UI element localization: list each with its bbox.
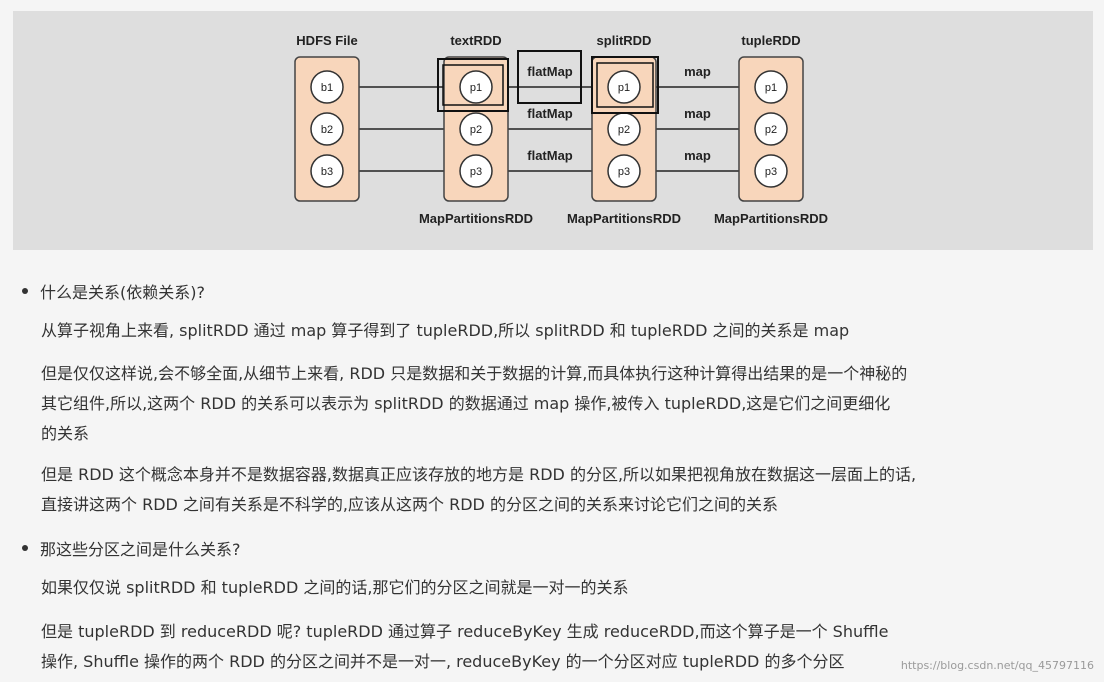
paragraph-shuffle: 但是 tupleRDD 到 reduceRDD 呢? tupleRDD 通过算子… [41, 622, 889, 671]
edge-label: map [684, 148, 711, 163]
edge-label: map [684, 64, 711, 79]
edge-label: map [684, 106, 711, 121]
highlight-splitrdd-p1 [591, 56, 659, 114]
column-header: tupleRDD [741, 33, 800, 48]
bullet-what-is-relation: 什么是关系(依赖关系)? [22, 276, 205, 306]
partition-node [754, 154, 788, 188]
highlight-inner-splitrdd [596, 62, 654, 108]
partition-node-label: p1 [765, 82, 777, 94]
partition-node [754, 112, 788, 146]
partition-node [459, 154, 493, 188]
paragraph-operator-view: 从算子视角上来看, splitRDD 通过 map 算子得到了 tupleRDD… [41, 321, 850, 340]
bullet-dot [22, 545, 28, 551]
column-header: splitRDD [597, 33, 652, 48]
partition-node-label: p2 [470, 124, 482, 136]
partition-node-label: p2 [618, 124, 630, 136]
partition-node [310, 112, 344, 146]
partition-node [459, 70, 493, 104]
partition-node-label: b3 [321, 166, 333, 178]
partition-node [310, 70, 344, 104]
watermark-text: https://blog.csdn.net/qq_45797116 [900, 659, 1094, 672]
partition-node-label: b1 [321, 82, 333, 94]
partition-node [607, 154, 641, 188]
column-footer: MapPartitionsRDD [567, 211, 681, 226]
bullet-text: 那这些分区之间是什么关系? [40, 540, 241, 559]
rdd-partition-diagram: flatMap flatMap flatMap map map map HDFS File b… [294, 33, 828, 226]
paragraph-one-to-one: 如果仅仅说 splitRDD 和 tupleRDD 之间的话,那它们的分区之间就… [41, 578, 629, 597]
edge-label: flatMap [527, 64, 573, 79]
paragraph-partition-view: 但是 RDD 这个概念本身并不是数据容器,数据真正应该存放的地方是 RDD 的分… [41, 465, 917, 514]
partition-node-label: p1 [618, 82, 630, 94]
bullet-text: 什么是关系(依赖关系)? [40, 283, 205, 302]
partition-node-label: p3 [470, 166, 482, 178]
highlight-textrdd-p1 [437, 58, 509, 112]
partition-node-label: p2 [765, 124, 777, 136]
rdd-lineage-figure: flatMap flatMap flatMap map map map HDFS File b… [13, 11, 1093, 250]
column-footer: MapPartitionsRDD [419, 211, 533, 226]
partition-node [310, 154, 344, 188]
partition-node-label: p3 [765, 166, 777, 178]
column-header: HDFS File [296, 33, 357, 48]
highlight-inner-textrdd [442, 64, 504, 106]
paragraph-detail-view: 但是仅仅这样说,会不够全面,从细节上来看, RDD 只是数据和关于数据的计算,而… [41, 364, 908, 443]
edge-label: flatMap [527, 148, 573, 163]
column-footer: MapPartitionsRDD [714, 211, 828, 226]
bullet-partition-relation: 那这些分区之间是什么关系? [22, 533, 241, 563]
partition-node-label: p3 [618, 166, 630, 178]
partition-node-label: b2 [321, 124, 333, 136]
column-header: textRDD [450, 33, 501, 48]
highlight-flatmap-label [517, 50, 582, 104]
partition-node [607, 70, 641, 104]
partition-node-label: p1 [470, 82, 482, 94]
bullet-dot [22, 288, 28, 294]
partition-node [754, 70, 788, 104]
edge-label: flatMap [527, 106, 573, 121]
partition-node [459, 112, 493, 146]
